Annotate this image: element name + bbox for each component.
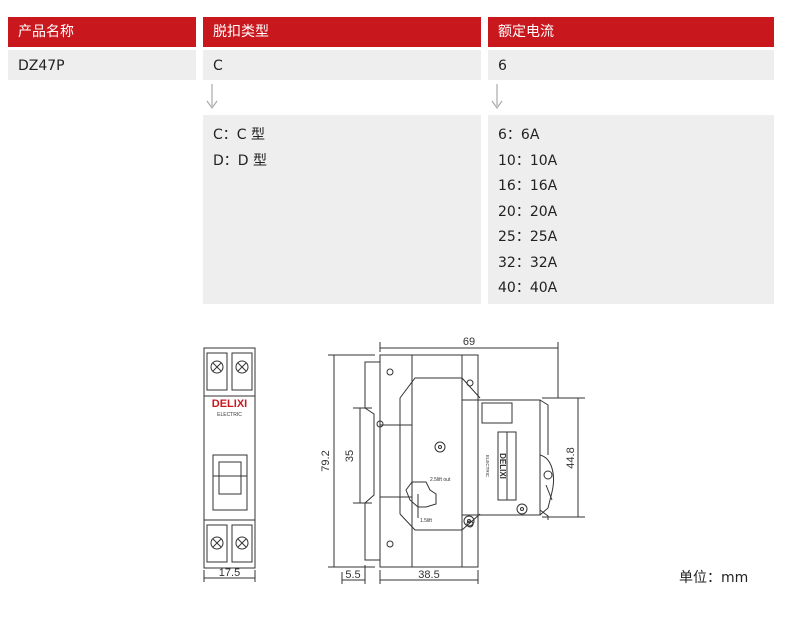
front-view [203,347,256,582]
dim-total-height: 79.2 [320,450,332,471]
svg-text:ELECTRIC: ELECTRIC [485,455,490,478]
dim-front-width: 17.5 [219,567,240,579]
trip-option: C：C 型 [213,127,266,143]
current-option: 16：16A [498,178,558,194]
dim-total-depth: 69 [463,336,475,348]
header-trip-type: 脱扣类型 [203,17,481,47]
side-view [328,342,585,584]
dim-body-depth: 38.5 [418,569,439,581]
header-rated-current: 额定电流 [488,17,774,47]
label-lift: 1.5lift [420,518,433,524]
trip-option: D：D 型 [213,152,268,169]
rated-current-options: 6：6A 10：10A 16：16A 20：20A 25：25A 32：32A … [488,115,774,304]
current-option: 40：40A [498,280,558,296]
dim-side-depth: 44.8 [565,447,577,468]
brand-logo: DELIXI [212,398,247,410]
dim-inner-height: 35 [344,450,356,462]
brand-subtitle: ELECTRIC [217,412,242,418]
header-product-name: 产品名称 [8,17,196,47]
current-option: 32：32A [498,254,558,271]
value-trip-type: C [203,50,481,80]
trip-type-options: C：C 型 D：D 型 [203,115,481,304]
unit-label: 单位：mm [679,570,749,586]
value-rated-current: 6 [488,50,774,80]
svg-text:DELIXI: DELIXI [498,453,507,479]
value-product-name: DZ47P [8,50,196,80]
current-option: 20：20A [498,203,558,220]
label-lift-out: 2.5lift out [430,477,451,483]
side-brand-label: DELIXI [498,453,507,479]
chevron-down-icon [206,84,218,110]
current-option: 6：6A [498,127,540,143]
dim-offset-left: 5.5 [345,569,360,581]
side-brand-sub: ELECTRIC [485,455,490,478]
chevron-down-icon [491,84,503,110]
current-option: 25：25A [498,229,558,245]
current-option: 10：10A [498,152,558,169]
